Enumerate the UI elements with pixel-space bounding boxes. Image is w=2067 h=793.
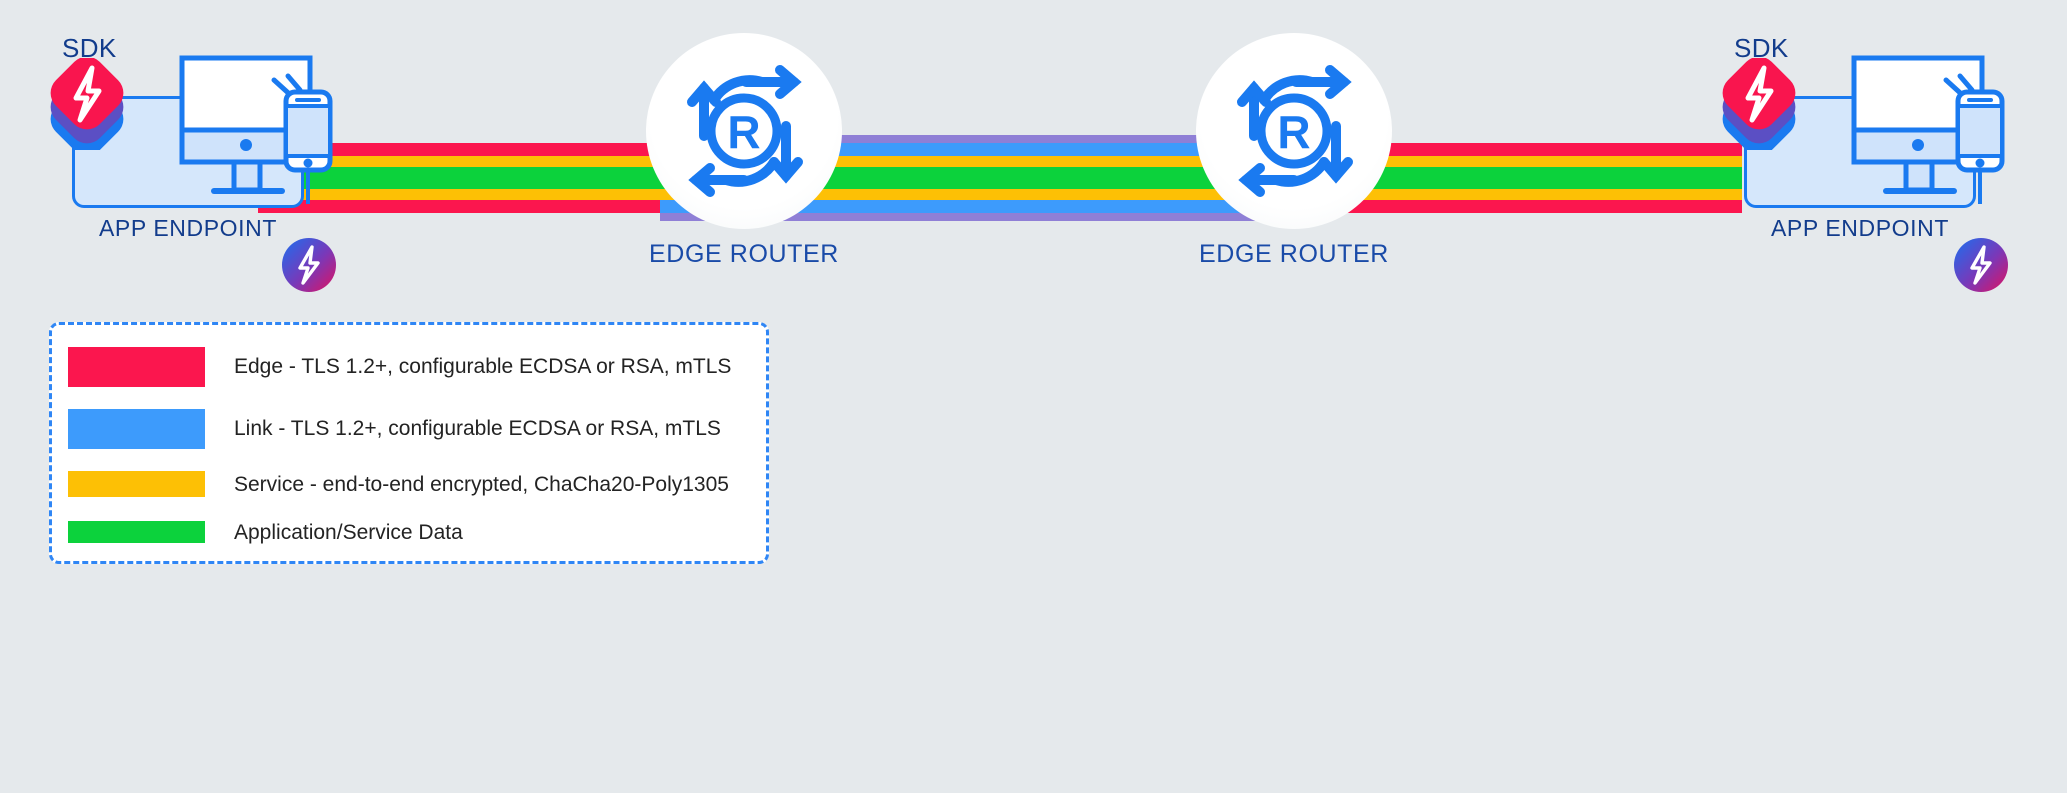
- router-left-label: EDGE ROUTER: [649, 240, 839, 268]
- stripe-service-top: [640, 156, 1280, 167]
- router-r-arrows-icon: R: [1226, 58, 1362, 204]
- stripe-service-top: [258, 156, 678, 167]
- router-r-arrows-icon: R: [676, 58, 812, 204]
- endpoint-right-devices: [1850, 52, 2020, 212]
- router-right-circle: [1196, 33, 1392, 229]
- router-left-circle: [646, 33, 842, 229]
- stripe-service-top: [1242, 156, 1742, 167]
- stripe-service-bottom: [1242, 189, 1742, 200]
- legend-label-edge: Edge - TLS 1.2+, configurable ECDSA or R…: [234, 355, 732, 378]
- lightning-bolt-badge-icon: [1954, 238, 2008, 292]
- legend-swatch-edge: [68, 347, 205, 387]
- legend-swatch-link: [68, 409, 205, 449]
- legend-item: Application/Service Data: [52, 513, 766, 557]
- router-right-label: EDGE ROUTER: [1199, 240, 1389, 268]
- stripe-edge-bottom: [258, 200, 678, 213]
- legend-item: Link - TLS 1.2+, configurable ECDSA or R…: [52, 409, 766, 453]
- svg-text:R: R: [1277, 106, 1310, 158]
- stripe-edge-top: [258, 143, 678, 156]
- legend-label-link: Link - TLS 1.2+, configurable ECDSA or R…: [234, 417, 721, 440]
- stripe-link-top: [660, 135, 1260, 143]
- legend-item: Service - end-to-end encrypted, ChaCha20…: [52, 465, 766, 509]
- legend-swatch-app-data: [68, 521, 205, 543]
- endpoint-right-label: APP ENDPOINT: [1770, 215, 1950, 241]
- legend-panel: Edge - TLS 1.2+, configurable ECDSA or R…: [49, 322, 769, 564]
- stripe-edge-bottom: [1242, 200, 1742, 213]
- stripe-service-bottom: [258, 189, 678, 200]
- endpoint-left-devices: [178, 52, 348, 212]
- stripe-app-data: [258, 167, 678, 189]
- endpoint-left-label: APP ENDPOINT: [98, 215, 278, 241]
- stripe-link-bottom: [660, 213, 1260, 221]
- lightning-bolt-badge-icon: [282, 238, 336, 292]
- legend-swatch-service: [68, 471, 205, 497]
- sdk-stack-bolt-icon: [1714, 56, 1818, 156]
- band-left-edge: [258, 143, 678, 213]
- legend-label-app-data: Application/Service Data: [234, 521, 463, 544]
- sdk-stack-bolt-icon: [42, 56, 146, 156]
- legend-item: Edge - TLS 1.2+, configurable ECDSA or R…: [52, 347, 766, 391]
- legend-label-service: Service - end-to-end encrypted, ChaCha20…: [234, 473, 729, 496]
- stripe-service-bottom: [640, 189, 1280, 200]
- svg-text:R: R: [727, 106, 760, 158]
